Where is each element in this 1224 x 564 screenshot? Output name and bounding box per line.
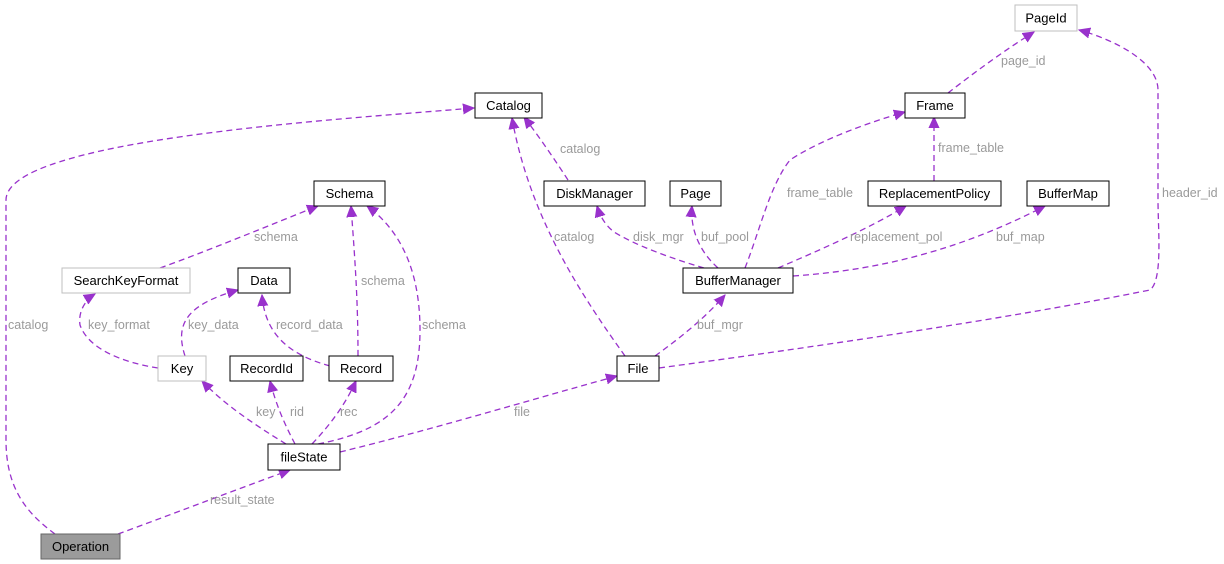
edge-label-frame-table: frame_table [938, 141, 1004, 155]
node-diskmanager[interactable]: DiskManager [543, 180, 646, 207]
edge-label-header-id: header_id [1162, 186, 1218, 200]
edge-buffermanager-frame: frame_table [744, 112, 905, 269]
node-replacementpolicy[interactable]: ReplacementPolicy [867, 180, 1002, 207]
edge-diskmanager-catalog: catalog [524, 117, 600, 181]
node-label-searchkeyformat: SearchKeyFormat [74, 273, 179, 288]
edge-replacementpolicy-frame-table: frame_table [934, 117, 1004, 181]
edge-file-catalog: catalog [512, 118, 626, 357]
node-label-page: Page [680, 186, 710, 201]
node-label-data: Data [250, 273, 278, 288]
edge-filestate-recordid: rid [270, 381, 304, 445]
node-label-schema: Schema [326, 186, 374, 201]
edge-label-schema-record: schema [361, 274, 405, 288]
edge-label-buf-map: buf_map [996, 230, 1045, 244]
node-data[interactable]: Data [237, 267, 291, 294]
node-label-file: File [628, 361, 649, 376]
node-catalog[interactable]: Catalog [474, 92, 543, 119]
node-filestate[interactable]: fileState [267, 443, 341, 471]
edge-record-data: record_data [262, 295, 343, 367]
node-file[interactable]: File [616, 355, 660, 382]
node-label-recordid: RecordId [240, 361, 293, 376]
edge-buffermanager-page: buf_pool [692, 206, 749, 269]
edge-filestate-record: rec [311, 381, 357, 445]
edge-label-disk-mgr: disk_mgr [633, 230, 684, 244]
edge-buffermanager-buffermap: buf_map [792, 205, 1045, 277]
node-label-operation: Operation [52, 539, 109, 554]
node-frame[interactable]: Frame [904, 92, 966, 119]
node-buffermap[interactable]: BufferMap [1026, 180, 1110, 207]
edge-label-record-data: record_data [276, 318, 343, 332]
node-label-replacementpolicy: ReplacementPolicy [879, 186, 991, 201]
node-pageid[interactable]: PageId [1014, 4, 1078, 32]
edge-searchkeyformat-schema: schema [159, 206, 318, 269]
edge-label-key-format: key_format [88, 318, 150, 332]
node-key[interactable]: Key [157, 355, 207, 382]
edge-label-file: file [514, 405, 530, 419]
edge-buffermanager-replacementpolicy: replacement_pol [777, 206, 942, 269]
edge-record-schema: schema [351, 206, 405, 357]
node-label-buffermanager: BufferManager [695, 273, 781, 288]
node-record[interactable]: Record [328, 355, 394, 382]
node-label-diskmanager: DiskManager [556, 186, 633, 201]
node-label-record: Record [340, 361, 382, 376]
edge-label-page-id: page_id [1001, 54, 1046, 68]
edge-label-frame-table-bm: frame_table [787, 186, 853, 200]
edge-label-buf-pool: buf_pool [701, 230, 749, 244]
edge-label-catalog-diskmanager: catalog [560, 142, 600, 156]
edge-file-pageid-header-id: header_id [658, 30, 1218, 369]
node-schema[interactable]: Schema [313, 180, 386, 207]
edge-label-buf-mgr: buf_mgr [697, 318, 743, 332]
edge-label-rid: rid [290, 405, 304, 419]
edge-filestate-key: key [202, 381, 287, 445]
edge-frame-page-id: page_id [947, 32, 1046, 94]
nodes: PageId Catalog Frame Schema DiskManager … [40, 4, 1110, 560]
edges: page_id frame_table header_id catalog ca… [5, 30, 1218, 535]
node-recordid[interactable]: RecordId [229, 355, 304, 382]
edge-file-buffermanager: buf_mgr [654, 295, 743, 357]
edge-label-key: key [256, 405, 276, 419]
node-operation[interactable]: Operation [40, 533, 121, 560]
edge-key-data: key_data [181, 290, 239, 357]
edge-filestate-file: file [339, 376, 617, 453]
node-searchkeyformat[interactable]: SearchKeyFormat [61, 267, 191, 294]
node-label-filestate: fileState [281, 450, 328, 465]
edge-label-schema-filestate: schema [422, 318, 466, 332]
edge-filestate-schema: schema [317, 206, 466, 445]
node-label-buffermap: BufferMap [1038, 186, 1098, 201]
node-label-pageid: PageId [1025, 11, 1066, 26]
node-buffermanager[interactable]: BufferManager [682, 267, 794, 294]
edge-label-schema-skf: schema [254, 230, 298, 244]
edge-operation-catalog: catalog [5, 108, 474, 535]
edge-label-result-state: result_state [210, 493, 275, 507]
edge-buffermanager-diskmanager: disk_mgr [597, 206, 705, 269]
edge-label-rec: rec [340, 405, 357, 419]
edge-label-key-data: key_data [188, 318, 239, 332]
edge-label-replacement-pol: replacement_pol [850, 230, 942, 244]
node-label-frame: Frame [916, 98, 954, 113]
node-label-catalog: Catalog [486, 98, 531, 113]
edge-operation-filestate: result_state [117, 470, 290, 535]
edge-key-searchkeyformat: key_format [79, 294, 159, 369]
edge-label-catalog-file: catalog [554, 230, 594, 244]
node-page[interactable]: Page [669, 180, 722, 207]
edge-label-catalog-operation: catalog [8, 318, 48, 332]
node-label-key: Key [171, 361, 194, 376]
